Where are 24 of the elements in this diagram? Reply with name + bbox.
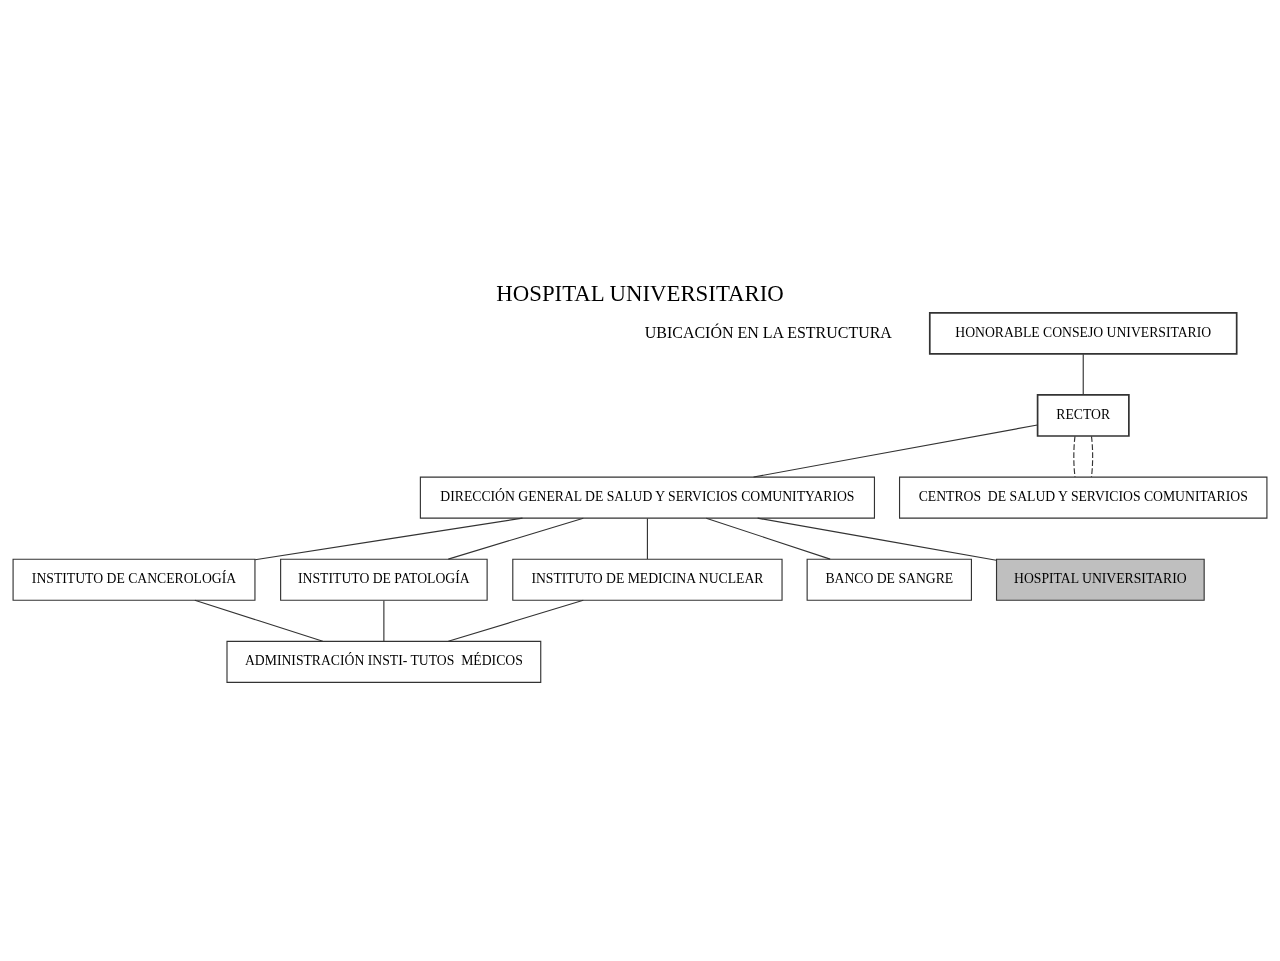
node-box: HOSPITAL UNIVERSITARIO [995,558,1205,601]
connector [705,517,831,560]
label: UBICACIÓN EN LA ESTRUCTURA [644,323,892,341]
connector [646,517,648,560]
connector [447,517,584,560]
node-box: INSTITUTO DE PATOLOGÍA [280,558,488,601]
connector [194,599,324,642]
node-box: CENTROS DE SALUD Y SERVICIOS COMUNITARIOS [898,476,1268,519]
connector [447,599,584,642]
node-box: ADMINISTRACIÓN INSTI- TUTOS MÉDICOS [226,640,542,683]
connector [1090,435,1094,478]
connector [383,600,385,642]
connector [757,517,997,561]
node-box: INSTITUTO DE CANCEROLOGÍA [12,558,256,601]
node-box: HONORABLE CONSEJO UNIVERSITARIO [928,311,1238,355]
connector [1082,353,1084,396]
node-box: INSTITUTO DE MEDICINA NUCLEAR [512,558,783,601]
node-box: BANCO DE SANGRE [806,558,972,601]
node-box: RECTOR [1036,394,1130,437]
connector [254,517,524,561]
connector [1073,435,1076,478]
connector [752,424,1038,478]
diagram-title: HOSPITAL UNIVERSITARIO [496,281,784,307]
node-box: DIRECCIÓN GENERAL DE SALUD Y SERVICIOS COMUNITYARIOS [419,476,876,519]
